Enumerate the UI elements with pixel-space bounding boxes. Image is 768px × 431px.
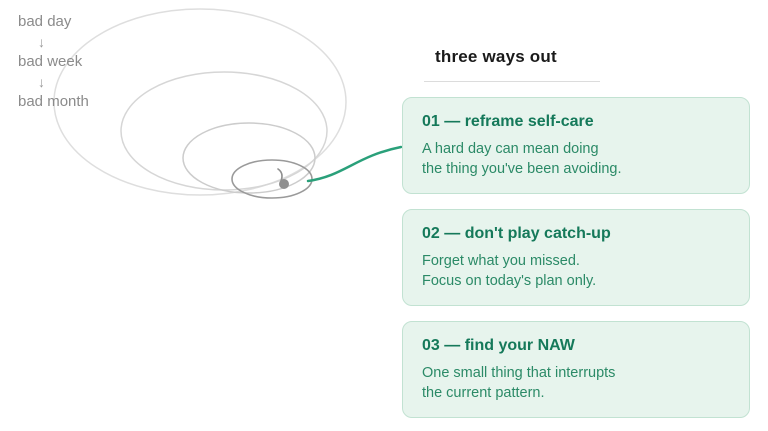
spiral-ring-2 (120, 71, 328, 191)
spiral-label-bad-day: bad day (18, 13, 72, 30)
down-arrow-icon: ↓ (38, 34, 45, 50)
card-reframe-self-care: 01 — reframe self-care A hard day can me… (402, 97, 750, 194)
spiral-dot (279, 179, 289, 189)
card-body-line: Focus on today's plan only. (422, 273, 597, 289)
spiral-labels: bad day ↓ bad week ↓ bad month (18, 12, 89, 112)
card-body-line: A hard day can mean doing (422, 141, 599, 157)
card-title: 03 — find your NAW (422, 337, 575, 354)
heading-divider (424, 81, 600, 82)
card-title: 01 — reframe self-care (422, 113, 594, 130)
card-body-line: the thing you've been avoiding. (422, 161, 622, 177)
ways-out-panel: three ways out 01 — reframe self-care A … (402, 45, 750, 418)
spiral-ring-3 (182, 122, 316, 194)
spiral-label-bad-week: bad week (18, 53, 83, 70)
spiral-label-bad-month: bad month (18, 93, 89, 110)
down-arrow-icon: ↓ (38, 74, 45, 90)
card-title: 02 — don't play catch-up (422, 225, 611, 242)
card-body-line: One small thing that interrupts (422, 365, 616, 381)
card-dont-play-catch-up: 02 — don't play catch-up Forget what you… (402, 209, 750, 306)
connector-line (306, 145, 403, 183)
card-body-line: the current pattern. (422, 385, 545, 401)
spiral-dot-tail (277, 168, 283, 182)
panel-heading: three ways out (435, 47, 557, 66)
card-find-your-naw: 03 — find your NAW One small thing that … (402, 321, 750, 418)
card-body-line: Forget what you missed. (422, 253, 580, 269)
spiral-ring-outer (53, 8, 347, 196)
spiral-ring-inner (231, 159, 313, 199)
